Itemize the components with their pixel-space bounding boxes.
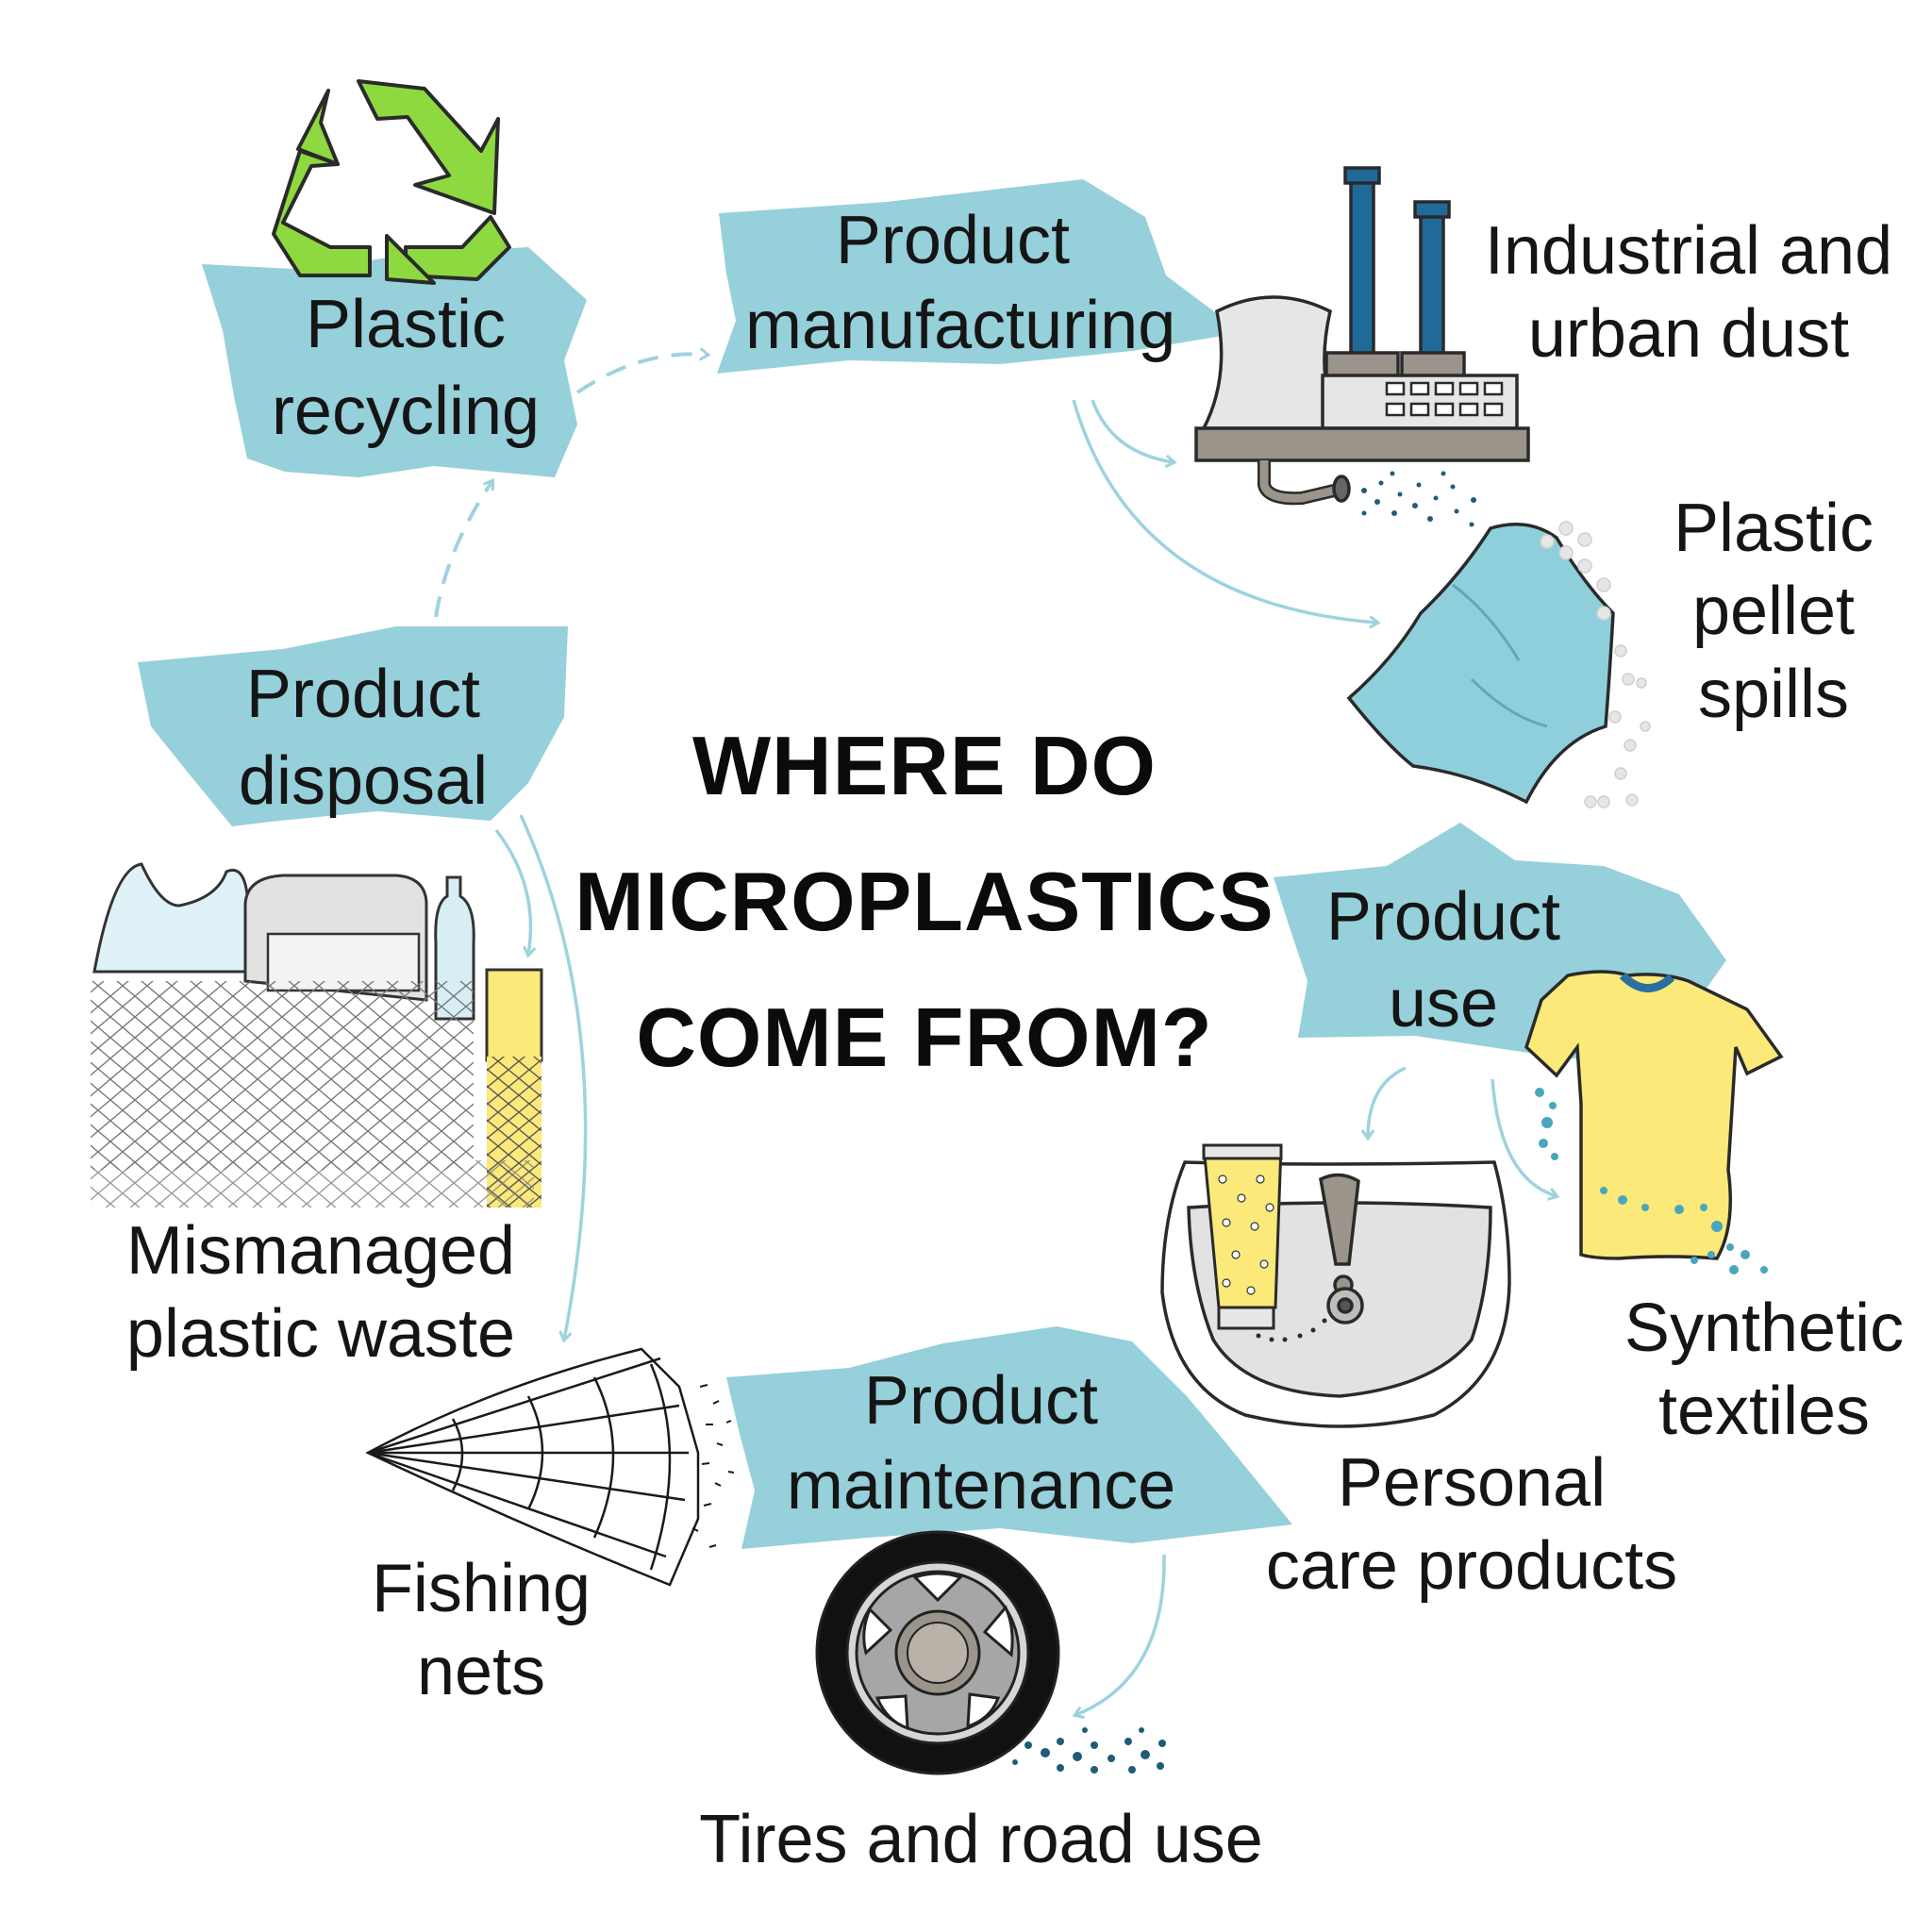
net-fragment-particles (691, 1384, 735, 1548)
stage-label-line: Product (1325, 879, 1561, 955)
source-label-plastic-pellet-spills: Plastic pellet spills (1660, 487, 1887, 736)
factory-icon (1194, 166, 1530, 506)
arrow-use-to-sink (1368, 1066, 1407, 1138)
stage-label-plastic-recycling: Plastic recycling (255, 281, 557, 455)
fishing-net-icon (365, 1347, 700, 1587)
arrow-manufacturing-to-pellets (1072, 399, 1377, 623)
source-label-line: Personal (1337, 1445, 1607, 1521)
arrow-disposal-to-nets (519, 814, 588, 1340)
source-label-line: spills (1697, 657, 1850, 732)
arrow-maintenance-to-tire (1075, 1554, 1166, 1715)
source-label-line: Tires and road use (699, 1802, 1263, 1877)
tire-dust-particles (1012, 1727, 1166, 1774)
stage-label-line: Plastic (305, 287, 507, 362)
plastic-waste-icon (91, 862, 543, 1208)
stage-label-line: Product (245, 657, 481, 732)
source-label-line: textiles (1657, 1374, 1871, 1449)
source-label-mismanaged-plastic-waste: Mismanaged plastic waste (123, 1209, 519, 1375)
lotion-tube-icon (1202, 1143, 1283, 1330)
sink-microbead-particles (1256, 1318, 1327, 1342)
stage-blob-disposal (138, 626, 568, 826)
source-label-line: pellet (1691, 574, 1856, 649)
source-label-line: Synthetic (1624, 1291, 1905, 1366)
title-line-2: MICROPLASTICS (575, 855, 1274, 948)
stage-label-product-manufacturing: Product manufacturing (745, 198, 1176, 368)
source-label-line: urban dust (1527, 296, 1850, 372)
source-label-line: plastic waste (125, 1296, 516, 1372)
arrow-manufacturing-to-factory (1091, 399, 1174, 462)
source-label-synthetic-textiles: Synthetic textiles (1623, 1287, 1906, 1453)
stage-label-line: use (1388, 966, 1499, 1041)
source-label-industrial-urban-dust: Industrial and urban dust (1481, 209, 1896, 375)
arrow-recycling-to-manufacturing (575, 354, 708, 394)
textile-fiber-particles (1535, 1088, 1768, 1274)
arrow-disposal-to-recycling (434, 481, 492, 618)
stage-blob-manufacturing (717, 179, 1223, 374)
source-label-line: nets (416, 1634, 546, 1709)
source-label-line: Plastic (1673, 491, 1874, 566)
arrow-disposal-to-waste (494, 828, 530, 955)
source-label-personal-care-products: Personal care products (1264, 1441, 1679, 1607)
stage-blob-maintenance (726, 1326, 1292, 1549)
stage-label-product-use: Product use (1302, 874, 1585, 1047)
stage-blob-recycling (202, 247, 587, 477)
stage-label-product-disposal: Product disposal (208, 651, 519, 824)
stage-label-line: Product (863, 1363, 1099, 1439)
stage-label-line: Product (835, 203, 1071, 278)
source-label-line: Mismanaged (125, 1213, 516, 1289)
source-label-line: Industrial and (1484, 213, 1893, 289)
stage-label-line: recycling (271, 374, 541, 449)
factory-dust-particles (1361, 471, 1476, 527)
source-label-line: care products (1265, 1528, 1678, 1604)
source-label-tires-road-use: Tires and road use (698, 1798, 1264, 1881)
stage-label-product-maintenance: Product maintenance (774, 1358, 1189, 1528)
pellet-bag-icon (1346, 521, 1651, 808)
stage-label-line: maintenance (786, 1448, 1176, 1524)
title-line-3: COME FROM? (636, 991, 1213, 1084)
tire-icon (815, 1530, 1060, 1775)
recycle-icon (272, 79, 511, 285)
t-shirt-icon (1524, 970, 1784, 1260)
arrow-use-to-textiles (1491, 1078, 1557, 1196)
page-title: WHERE DO MICROPLASTICS COME FROM? (528, 698, 1321, 1106)
stage-label-line: manufacturing (745, 288, 1176, 363)
title-line-1: WHERE DO (692, 719, 1157, 812)
source-label-line: Fishing (371, 1551, 591, 1626)
stage-label-line: disposal (238, 743, 489, 819)
source-label-fishing-nets: Fishing nets (358, 1547, 604, 1713)
